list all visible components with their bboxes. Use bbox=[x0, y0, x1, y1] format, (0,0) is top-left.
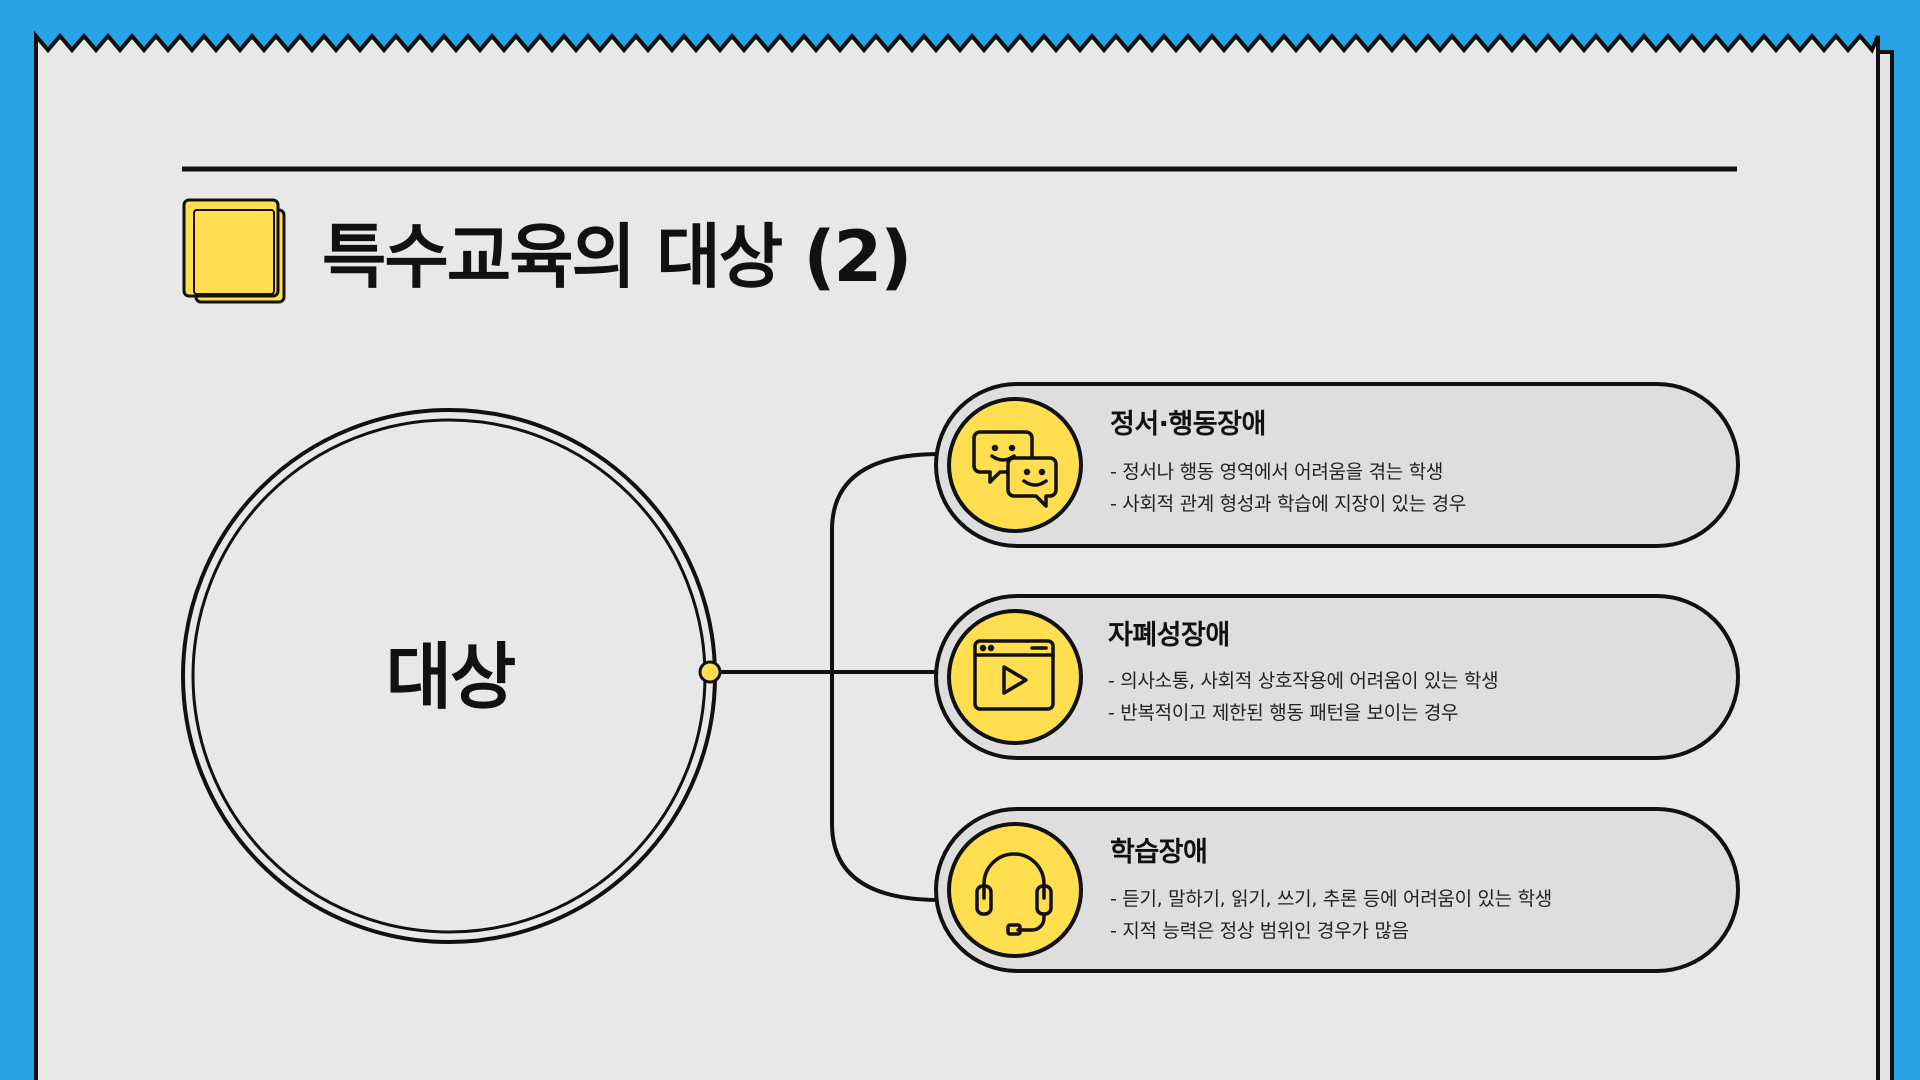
card-icon-badge-2 bbox=[947, 609, 1083, 745]
connector-branch bbox=[830, 452, 941, 902]
headset-icon bbox=[975, 852, 1053, 936]
card-line-2-1: - 의사소통, 사회적 상호작용에 어려움이 있는 학생 bbox=[1108, 670, 1499, 692]
card-pill-3 bbox=[934, 807, 1740, 973]
card-line-1-2: - 사회적 관계 형성과 학습에 지장이 있는 경우 bbox=[1110, 493, 1466, 515]
title-marker-front bbox=[182, 198, 280, 298]
connector-node bbox=[698, 660, 722, 684]
card-title-2: 자폐성장애 bbox=[1108, 620, 1230, 651]
chat-smile-icon bbox=[972, 430, 1058, 508]
title-marker-inner bbox=[193, 209, 275, 295]
card-title-1: 정서·행동장애 bbox=[1110, 409, 1266, 440]
card-pill-2 bbox=[934, 594, 1740, 760]
video-player-icon bbox=[973, 639, 1055, 711]
page-title: 특수교육의 대상 (2) bbox=[322, 216, 912, 298]
card-line-2-2: - 반복적이고 제한된 행동 패턴을 보이는 경우 bbox=[1108, 702, 1459, 724]
card-icon-badge-3 bbox=[947, 822, 1083, 958]
card-title-3: 학습장애 bbox=[1110, 837, 1208, 868]
card-pill-1 bbox=[934, 382, 1740, 548]
card-line-3-1: - 듣기, 말하기, 읽기, 쓰기, 추론 등에 어려움이 있는 학생 bbox=[1110, 888, 1552, 910]
center-label: 대상 bbox=[385, 635, 516, 719]
card-line-1-1: - 정서나 행동 영역에서 어려움을 겪는 학생 bbox=[1110, 461, 1444, 483]
card-line-3-2: - 지적 능력은 정상 범위인 경우가 많음 bbox=[1110, 920, 1409, 942]
